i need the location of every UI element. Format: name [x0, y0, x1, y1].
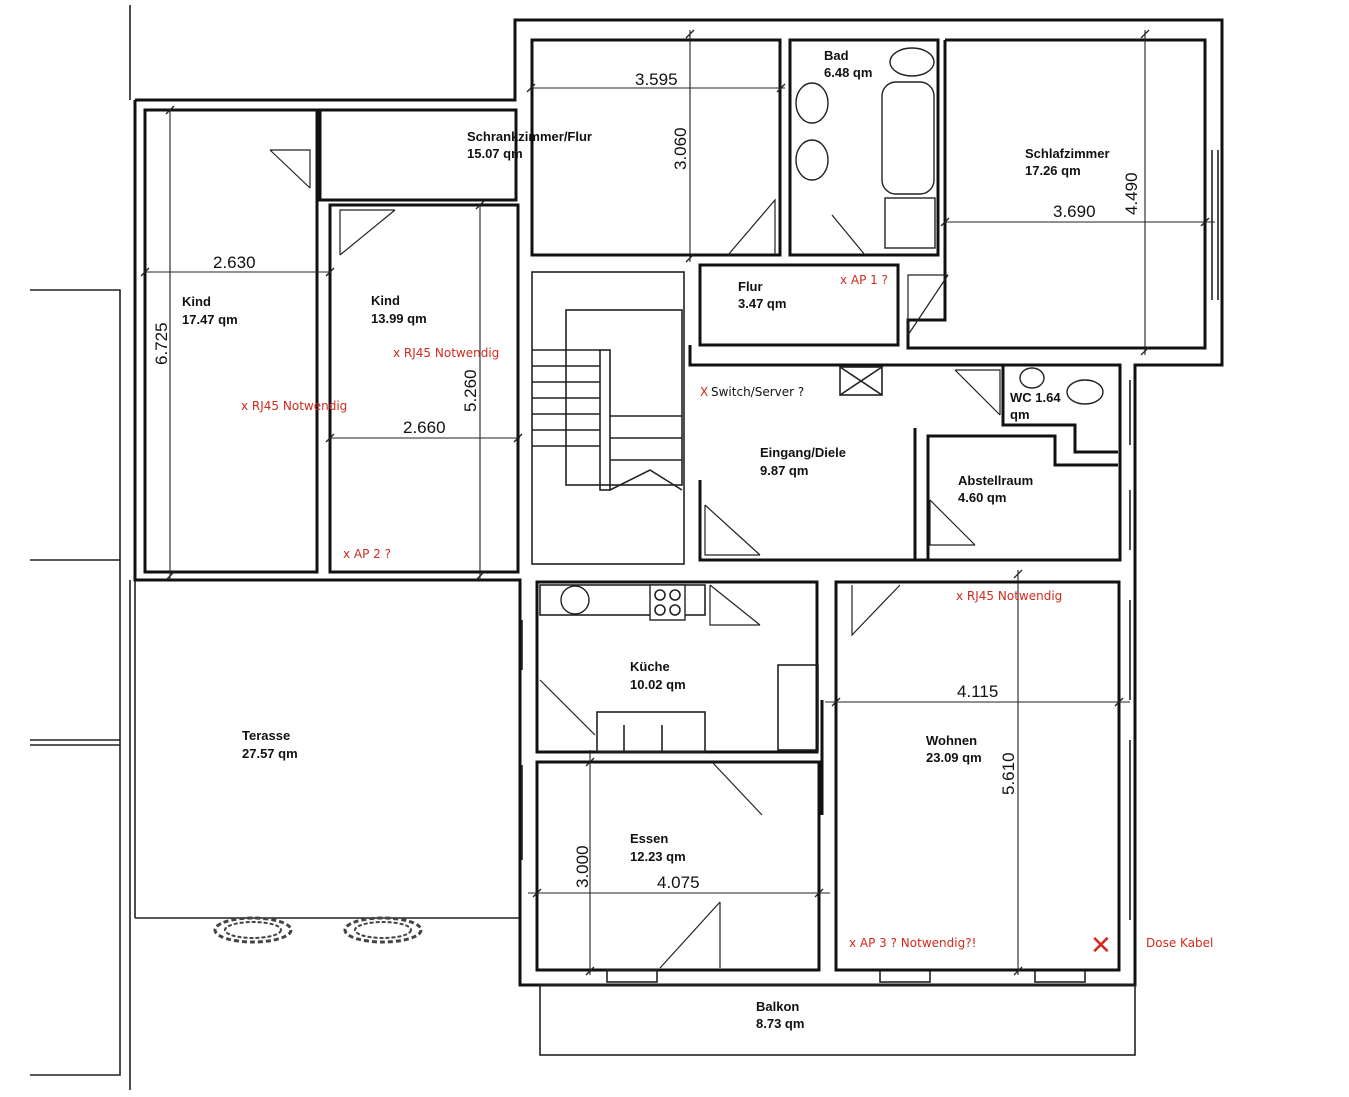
- network-annotations: x AP 1 ? x RJ45 Notwendig X Switch/Serve…: [241, 273, 1213, 961]
- dimension-labels: 3.595 3.060 3.690 4.490 2.630 6.725 2.66…: [152, 70, 1141, 892]
- sink-icon: [1019, 367, 1045, 389]
- entrance-area: [688, 345, 1131, 562]
- plants: [213, 916, 423, 944]
- room-area-kind-2: 13.99 qm: [371, 311, 427, 326]
- living-room: [820, 570, 1131, 975]
- shower-icon: [884, 197, 936, 249]
- room-area-bad: 6.48 qm: [824, 65, 872, 80]
- top-rooms: [530, 30, 1219, 355]
- annotation-switch-server: Switch/Server ?: [711, 385, 804, 399]
- room-name-wc: WC 1.64: [1010, 390, 1061, 405]
- room-name-schrankzimmer: Schrankzimmer/Flur: [467, 129, 592, 144]
- room-area-essen: 12.23 qm: [630, 849, 686, 864]
- dim-wohnen-width: 4.115: [957, 682, 998, 701]
- annotation-ap3: x AP 3 ? Notwendig?!: [849, 936, 976, 950]
- bathroom-fixtures: [795, 47, 936, 249]
- dining-room: [521, 750, 1086, 983]
- dim-essen-height: 3.000: [573, 845, 592, 888]
- dim-kind1-height: 6.725: [152, 322, 171, 365]
- room-area-kind-1: 17.47 qm: [182, 312, 238, 327]
- balkon-outline: [539, 984, 1136, 1056]
- kitchen: [521, 580, 819, 754]
- exterior-lines: [30, 5, 520, 1090]
- room-name-schlafzimmer: Schlafzimmer: [1025, 146, 1110, 161]
- kind-rooms: [143, 108, 520, 580]
- room-name-kind-1: Kind: [182, 294, 211, 309]
- room-name-kind-2: Kind: [371, 293, 400, 308]
- bathtub-icon: [881, 81, 935, 195]
- dim-kind2-width: 2.660: [403, 418, 446, 437]
- annotation-ap2: x AP 2 ?: [343, 547, 391, 561]
- cable-socket-marker-icon: ✕: [1090, 931, 1112, 961]
- dimension-ticks: [140, 29, 1210, 976]
- room-area-balkon: 8.73 qm: [756, 1016, 804, 1031]
- room-area-wc: qm: [1010, 407, 1030, 422]
- room-name-terasse: Terasse: [242, 728, 290, 743]
- room-area-flur: 3.47 qm: [738, 296, 786, 311]
- room-labels: Schrankzimmer/Flur 15.07 qm Bad 6.48 qm …: [182, 48, 1110, 1031]
- dim-kind2-height: 5.260: [461, 369, 480, 412]
- sink-icon: [795, 82, 829, 124]
- sink-icon: [795, 139, 829, 181]
- room-name-eingang: Eingang/Diele: [760, 445, 846, 460]
- annotation-ap1: x AP 1 ?: [840, 273, 888, 287]
- room-name-kueche: Küche: [630, 659, 670, 674]
- room-name-essen: Essen: [630, 831, 668, 846]
- room-area-terasse: 27.57 qm: [242, 746, 298, 761]
- room-area-kueche: 10.02 qm: [630, 677, 686, 692]
- room-area-schrankzimmer: 15.07 qm: [467, 146, 523, 161]
- dim-schlaf-width: 3.690: [1053, 202, 1096, 221]
- outer-walls: [133, 18, 1224, 1056]
- room-name-bad: Bad: [824, 48, 849, 63]
- room-area-abstellraum: 4.60 qm: [958, 490, 1006, 505]
- room-area-eingang: 9.87 qm: [760, 463, 808, 478]
- dim-wohnen-height: 5.610: [999, 752, 1018, 795]
- toilet-icon: [1066, 379, 1104, 405]
- annotation-rj45-kind1: x RJ45 Notwendig: [241, 399, 347, 413]
- room-name-abstellraum: Abstellraum: [958, 473, 1033, 488]
- dim-kind1-width: 2.630: [213, 253, 256, 272]
- room-area-wohnen: 23.09 qm: [926, 750, 982, 765]
- staircase: [531, 271, 685, 565]
- room-area-schlafzimmer: 17.26 qm: [1025, 163, 1081, 178]
- annotation-rj45-kind2: x RJ45 Notwendig: [393, 346, 499, 360]
- dim-essen-width: 4.075: [657, 873, 700, 892]
- annotation-dose-kabel: Dose Kabel: [1146, 936, 1213, 950]
- annotation-rj45-wohnen: x RJ45 Notwendig: [956, 589, 1062, 603]
- annotation-switch-marker: X: [700, 385, 708, 399]
- dim-schrank-height: 3.060: [671, 127, 690, 170]
- toilet-icon: [889, 47, 935, 77]
- dim-schrank-width: 3.595: [635, 70, 678, 89]
- dim-schlaf-height: 4.490: [1122, 172, 1141, 215]
- room-name-wohnen: Wohnen: [926, 733, 977, 748]
- room-name-balkon: Balkon: [756, 999, 799, 1014]
- stove-icon: [649, 584, 686, 621]
- room-name-flur: Flur: [738, 279, 763, 294]
- sink-icon: [560, 585, 590, 615]
